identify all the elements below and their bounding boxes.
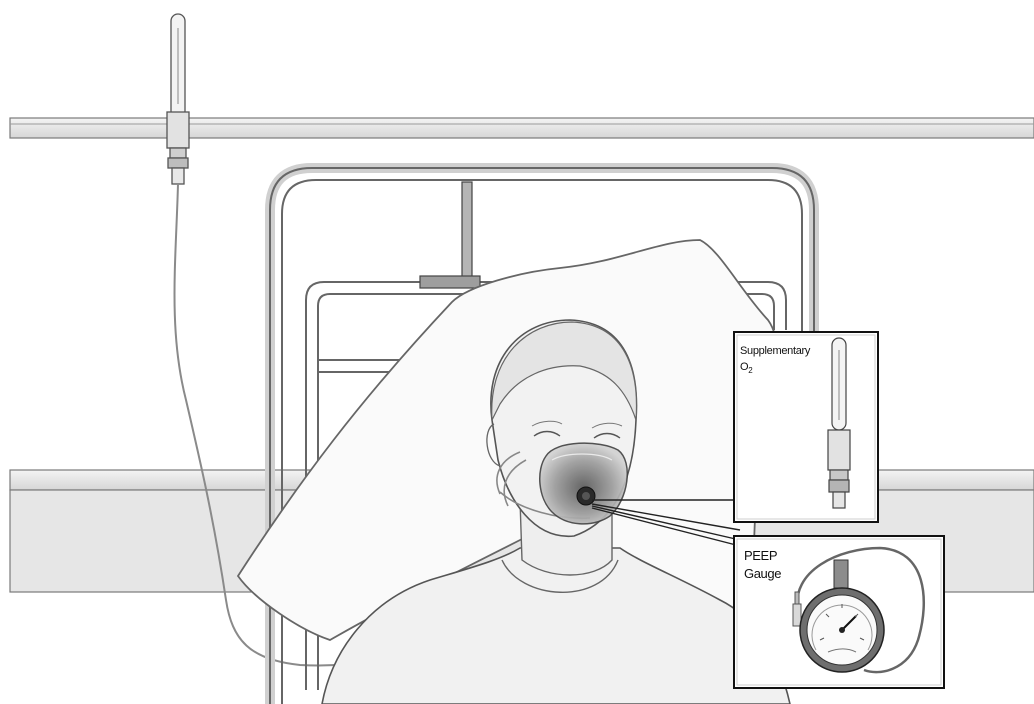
gauge-stem — [834, 560, 848, 588]
peep-gauge-dial-icon — [800, 588, 884, 672]
wall-flowmeter — [167, 14, 189, 184]
peep-label: PEEP — [744, 548, 777, 563]
peep-gauge-callout: PEEP Gauge — [734, 536, 944, 688]
gauge-label: Gauge — [744, 566, 781, 581]
supplementary-o2-callout: Supplementary O2 — [734, 332, 878, 522]
bed-pole — [420, 182, 480, 288]
upper-wall-rail — [10, 118, 1034, 138]
supplementary-o2-label: Supplementary — [740, 345, 811, 357]
